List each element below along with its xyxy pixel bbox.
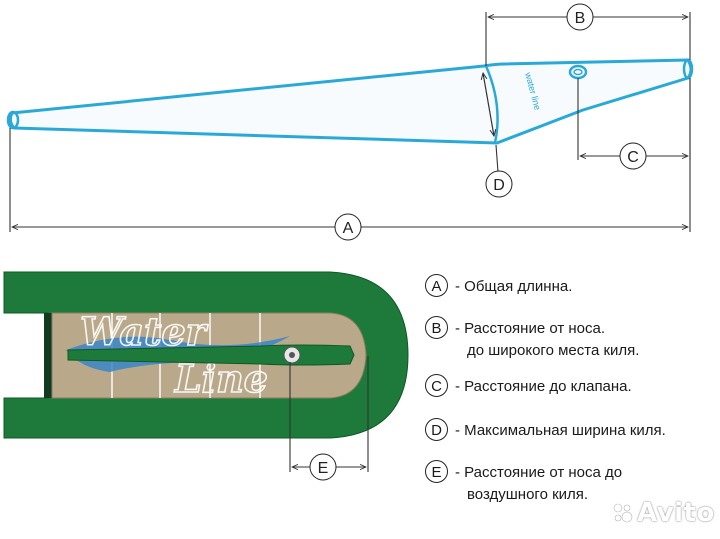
- dim-b-badge: [566, 3, 594, 31]
- dim-b-label: B: [575, 10, 586, 27]
- valve-inner: [573, 68, 583, 76]
- dimension-labels: B C D A: [334, 3, 647, 241]
- dim-d-arrow: [483, 73, 494, 136]
- dim-a-badge: [334, 213, 362, 241]
- avito-watermark: Avito: [612, 498, 715, 528]
- dim-e-badge: [309, 453, 337, 481]
- floor-keel: [67, 344, 355, 366]
- legend-letter: E: [425, 460, 448, 483]
- legend-description: - Общая длинна.: [455, 278, 573, 295]
- dim-d-badge: [485, 170, 513, 198]
- legend-letter: B: [425, 316, 448, 339]
- avito-logo-icon: [613, 503, 633, 523]
- dim-e-label: E: [318, 460, 329, 477]
- keel-outline: [8, 58, 693, 145]
- legend-letter: D: [425, 418, 448, 441]
- legend-description: - Расстояние от носа.: [455, 320, 606, 337]
- legend-description: - Расстояние до клапана.: [455, 378, 632, 395]
- dim-c-label: C: [627, 149, 639, 166]
- keel-side-view: water line: [6, 58, 694, 145]
- legend-letter: A: [425, 274, 448, 297]
- floor-keel-valve-center: [289, 352, 295, 358]
- boat-top-view: Water Line: [3, 271, 409, 439]
- legend-description: - Расстояние от носа до: [455, 464, 623, 481]
- legend-description: - Максимальная ширина киля.: [455, 422, 666, 439]
- boat-transom: [44, 313, 52, 398]
- legend-description-line2: до широкого места киля.: [467, 342, 640, 359]
- legend-letter: C: [425, 374, 448, 397]
- legend-description-line2: воздушного киля.: [467, 486, 589, 503]
- dim-d-label: D: [493, 177, 505, 194]
- avito-watermark-text: Avito: [637, 498, 715, 528]
- dim-a-label: A: [343, 220, 354, 237]
- dim-d-leader: [495, 144, 499, 173]
- keel-tail-end: [6, 110, 20, 130]
- keel-nose-end: [682, 58, 694, 80]
- dimension-lines: [9, 12, 691, 232]
- dim-c-badge: [619, 142, 647, 170]
